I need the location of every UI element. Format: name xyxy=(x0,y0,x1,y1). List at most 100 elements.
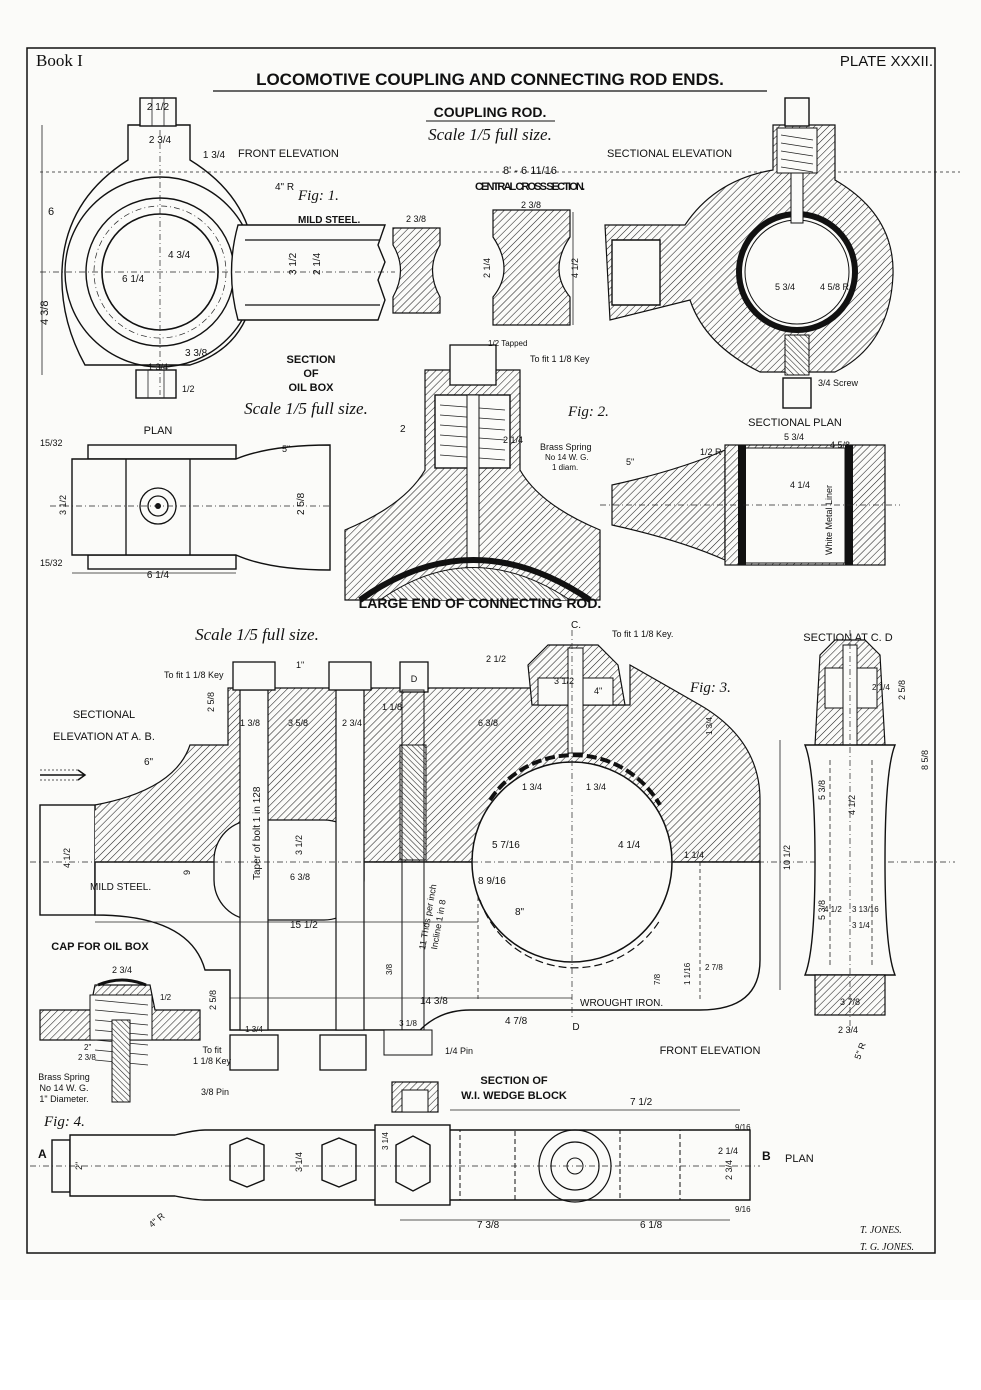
plan-dim-15-32-bot: 15/32 xyxy=(40,558,63,568)
oil-dim-2: 2 xyxy=(400,424,406,435)
sectional-plan-label: SECTIONAL PLAN xyxy=(748,417,842,429)
bolt-pin-1-4: 1/4 Pin xyxy=(445,1046,473,1056)
cr-dim-5-7-16: 5 7/16 xyxy=(492,840,520,851)
cap-dim-2-3-8: 2 3/8 xyxy=(78,1053,96,1062)
sectional-label-1: SECTIONAL xyxy=(73,709,135,721)
coupling-sectional-plan: SECTIONAL PLAN 5 3/4 4 5/8 4 1/4 1/2 R 5… xyxy=(600,417,900,566)
f4-dim-3-1-4b: 3 1/4 xyxy=(381,1132,390,1150)
oil-box-heading-1: SECTION xyxy=(287,354,336,366)
oil-box-section: SECTION OF OIL BOX Scale 1/5 full size. … xyxy=(244,339,609,603)
section-cd-heading: SECTION AT C. D xyxy=(803,632,892,644)
section-cd: SECTION AT C. D 2 1/4 2 5/8 8 5/8 5 3/8 … xyxy=(779,630,930,1061)
fig3-label: Fig: 3. xyxy=(689,680,731,696)
dim-bore-4-3-4: 4 3/4 xyxy=(168,250,191,261)
cr-dim-9: 9 xyxy=(182,870,192,875)
dim-height-4-3-8: 4 3/8 xyxy=(39,301,51,325)
connecting-scale: Scale 1/5 full size. xyxy=(195,625,319,644)
sectional-label-2: ELEVATION AT A. B. xyxy=(53,731,155,743)
splan-5: 5" xyxy=(626,457,634,467)
cr-dim-4-7-8: 4 7/8 xyxy=(505,1016,528,1027)
cr-dim-7-8: 7/8 xyxy=(653,973,662,985)
dim-radius-4: 4" R xyxy=(275,182,294,193)
letter-d: D xyxy=(572,1022,579,1033)
letter-a: A xyxy=(38,1147,47,1161)
cap-spring-2: No 14 W. G. xyxy=(39,1083,88,1093)
dim-bottom-1-3-4: 1 3/4 xyxy=(148,362,168,372)
f4-dim-6-1-8: 6 1/8 xyxy=(640,1220,663,1231)
bolt-dim-3-1-8: 3 1/8 xyxy=(399,1019,417,1028)
plate-border xyxy=(26,47,936,1254)
bolt-notes: To fit 1 1/8 Key 3/8 Pin 1/4 Pin 1 3/4 3… xyxy=(193,1019,473,1097)
letter-c: C. xyxy=(571,620,581,631)
taper-note: Taper of bolt 1 in 128 xyxy=(252,786,263,880)
oil-box-scale: Scale 1/5 full size. xyxy=(244,399,368,418)
section-dim-2-3-8: 2 3/8 xyxy=(406,214,426,224)
coupling-scale: Scale 1/5 full size. xyxy=(428,125,552,144)
splan-half-r: 1/2 R xyxy=(700,447,722,457)
cd-dim-2-5-8: 2 5/8 xyxy=(897,680,907,700)
plan-label-2: PLAN xyxy=(785,1153,814,1165)
wrought-iron-label: WROUGHT IRON. xyxy=(580,998,663,1009)
key-note-top: To fit 1 1/8 Key. xyxy=(612,629,673,639)
spring-note-1: Brass Spring xyxy=(540,442,592,452)
f4-dim-2: 2" xyxy=(74,1162,84,1170)
cd-dim-4-1-2b: 4 1/2 xyxy=(824,905,842,914)
cd-dim-10-1-2: 10 1/2 xyxy=(782,845,792,870)
spring-note-3: 1 diam. xyxy=(552,463,578,472)
front-elevation-label: FRONT ELEVATION xyxy=(238,148,339,160)
cr-dim-2-3-4: 2 3/4 xyxy=(342,718,362,728)
dim-boss-width: 2 3/4 xyxy=(149,135,172,146)
oil-key-note: To fit 1 1/8 Key xyxy=(530,354,590,364)
section-dim-4-1-2: 4 1/2 xyxy=(570,258,580,278)
section-dim-2-1-4: 2 1/4 xyxy=(482,258,492,278)
f4-dim-7-3-8: 7 3/8 xyxy=(477,1220,500,1231)
wedge-block-section: SECTION OF W.I. WEDGE BLOCK xyxy=(391,1075,567,1113)
bolt-to-fit: To fit xyxy=(202,1045,222,1055)
cr-dim-8: 8" xyxy=(515,907,525,918)
f4-dim-3-1-4: 3 1/4 xyxy=(294,1152,304,1172)
cd-dim-3-13-16: 3 13/16 xyxy=(852,905,879,914)
cr-dim-2-7-8: 2 7/8 xyxy=(705,963,723,972)
mild-steel-label-2: MILD STEEL. xyxy=(90,882,151,893)
f4-dim-7-1-2: 7 1/2 xyxy=(630,1097,653,1108)
cr-dim-1-1-8: 1 1/8 xyxy=(382,702,402,712)
book-label: Book I xyxy=(36,51,83,70)
cr-dim-2-5-8: 2 5/8 xyxy=(206,692,216,712)
cap-dim-1-2: 1/2 xyxy=(160,993,172,1002)
dim-bore-6-1-4: 6 1/4 xyxy=(122,274,145,285)
cd-dim-3-7-8: 3 7/8 xyxy=(840,997,860,1007)
drawing-plate: Book I PLATE XXXII. LOCOMOTIVE COUPLING … xyxy=(26,47,960,1254)
wedge-heading-1: SECTION OF xyxy=(480,1075,548,1087)
cr-dim-3-5-8: 3 5/8 xyxy=(288,718,308,728)
footer-band xyxy=(0,1300,981,1390)
fig4-label: Fig: 4. xyxy=(43,1114,85,1130)
mild-steel-label-1: MILD STEEL. xyxy=(298,215,360,226)
coupling-front-elevation: FRONT ELEVATION Fig: 1. MILD STEEL. 2 1/… xyxy=(39,97,960,399)
dim-web-3-1-2: 3 1/2 xyxy=(288,252,299,275)
cd-dim-2-3-4: 2 3/4 xyxy=(838,1025,858,1035)
length-dim: 8' - 6 11/16 xyxy=(503,165,557,177)
cd-dim-8-5-8: 8 5/8 xyxy=(920,750,930,770)
white-metal-label: White Metal Liner xyxy=(824,485,834,555)
cr-dim-2-1-2: 2 1/2 xyxy=(486,654,506,664)
cr-dim-1-3-4a: 1 3/4 xyxy=(522,782,542,792)
cr-dim-3-1-2: 3 1/2 xyxy=(554,676,574,686)
cr-dim-1-1-4: 1 1/4 xyxy=(684,850,704,860)
cr-dim-1-3-4c: 1 3/4 xyxy=(705,717,714,735)
cd-dim-4-1-2: 4 1/2 xyxy=(847,795,857,815)
sectional-elevation-label: SECTIONAL ELEVATION xyxy=(607,148,732,160)
cr-dim-4: 4" xyxy=(594,686,602,696)
dim-web-2-1-4: 2 1/4 xyxy=(312,252,323,275)
plan-label: PLAN xyxy=(144,425,173,437)
cap-dim-2-3-4: 2 3/4 xyxy=(112,965,132,975)
bolt-pin-3-8: 3/8 Pin xyxy=(201,1087,229,1097)
credit-line-1: T. JONES. xyxy=(860,1225,902,1236)
connecting-rod-heading: LARGE END OF CONNECTING ROD. xyxy=(359,595,602,611)
cd-dim-5-3-8b: 5 3/8 xyxy=(817,900,827,920)
central-cross-section-label: CENTRAL CROSS SECTION. xyxy=(475,181,585,193)
plate-title: LOCOMOTIVE COUPLING AND CONNECTING ROD E… xyxy=(256,70,724,89)
f4-dim-2-3-4: 2 3/4 xyxy=(724,1160,734,1180)
bolt-dim-1-3-4: 1 3/4 xyxy=(245,1025,263,1034)
oil-dim-2-1-4: 2 1/4 xyxy=(503,435,523,445)
f4-dim-2-1-4: 2 1/4 xyxy=(718,1146,738,1156)
